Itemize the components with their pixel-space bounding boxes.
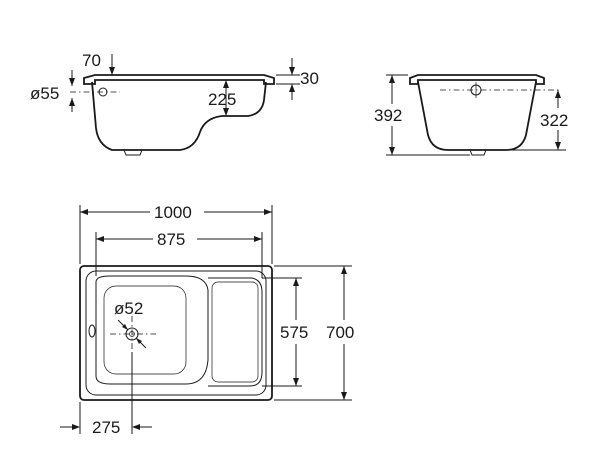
dim-inner-length: 875 bbox=[157, 230, 185, 249]
side-view-rim bbox=[83, 74, 275, 85]
dim-total-height: 392 bbox=[374, 106, 402, 125]
side-view-overflow-hole bbox=[98, 87, 108, 97]
end-view-rim bbox=[409, 74, 545, 85]
dim-inner-width: 575 bbox=[280, 323, 308, 342]
top-view-seat bbox=[208, 277, 263, 387]
dim-drain-dia: ø52 bbox=[114, 299, 143, 318]
dim-overflow-dia: ø55 bbox=[30, 84, 59, 103]
top-view bbox=[60, 205, 352, 434]
dim-seat-depth: 225 bbox=[208, 90, 236, 109]
dim-overall-width: 700 bbox=[326, 323, 354, 342]
top-view-outer bbox=[79, 265, 273, 401]
top-view-inner-rim bbox=[85, 270, 267, 396]
dim-overall-length: 1000 bbox=[154, 203, 192, 222]
end-view-foot bbox=[469, 149, 487, 156]
top-view-seat-inner bbox=[211, 281, 259, 383]
top-view-overflow bbox=[88, 324, 96, 338]
dim-rim-width: 70 bbox=[82, 51, 101, 70]
side-view-body bbox=[91, 81, 267, 151]
top-view-basin bbox=[95, 275, 209, 385]
end-view-body bbox=[417, 81, 537, 151]
arrowheads bbox=[69, 67, 561, 430]
side-view-foot-left bbox=[123, 149, 143, 156]
top-view-step bbox=[103, 285, 187, 375]
side-view bbox=[70, 54, 300, 156]
dim-rim-height: 30 bbox=[300, 69, 319, 88]
end-view bbox=[386, 74, 566, 156]
dim-inner-depth: 322 bbox=[540, 111, 568, 130]
dim-drain-offset: 275 bbox=[92, 418, 120, 437]
